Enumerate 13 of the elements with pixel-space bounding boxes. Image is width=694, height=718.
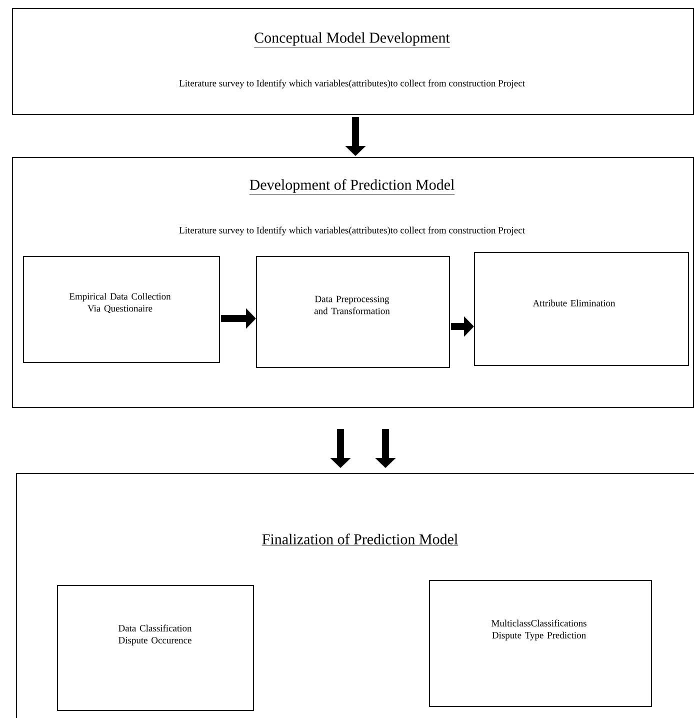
process-box: Empirical Data Collection Via Questionaire [23,256,220,363]
process-box: MulticlassClassifications Dispute Type Prediction [429,580,652,707]
process-box: Data Preprocessing and Transformation [256,256,450,368]
stage-heading: Conceptual Model Development [254,32,450,48]
stage-box [12,157,694,408]
stage-box [12,8,694,115]
process-box: Attribute Elimination [474,252,689,366]
stage-heading: Finalization of Prediction Model [262,534,458,546]
stage-heading: Development of Prediction Model [249,179,455,194]
process-box: Data Classification Dispute Occurence [57,585,254,711]
stage-description: Literature survey to Identify which variables(attributes)to collect from construction Project [179,226,525,236]
stage-description: Literature survey to Identify which variables(attributes)to collect from construction Project [179,80,525,88]
stage-box [16,473,694,718]
